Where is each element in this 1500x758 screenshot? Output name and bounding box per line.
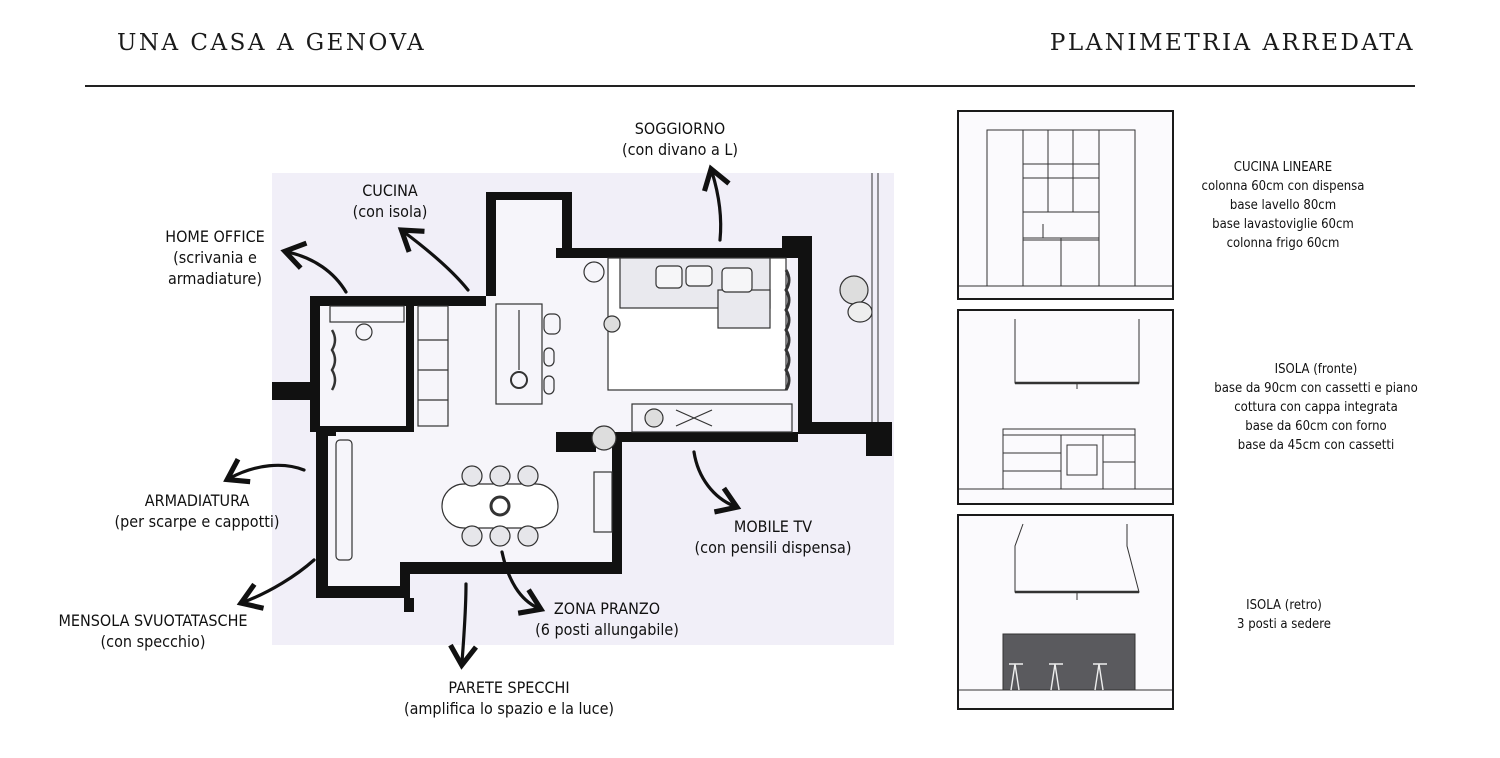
- label-armadiatura-sub: (per scarpe e cappotti): [114, 512, 280, 531]
- label-mensola-title: MENSOLA SVUOTATASCHE: [58, 611, 248, 630]
- annotation-arrows: [223, 164, 742, 670]
- header-rule: [85, 85, 1415, 87]
- label-cucina: CUCINA (con isola): [353, 180, 428, 222]
- label-soggiorno-sub: (con divano a L): [621, 140, 739, 159]
- arrow-zona-pranzo: [500, 550, 546, 616]
- kitchen-furniture: [495, 261, 605, 405]
- desc-isola-fronte: ISOLA (fronte) base da 90cm con cassetti…: [1214, 360, 1417, 455]
- living-furniture: [591, 257, 873, 451]
- label-home-office-title: HOME OFFICE: [165, 227, 265, 246]
- desc-cucina-lineare-line-0: CUCINA LINEARE: [1233, 160, 1333, 175]
- panel-isola-fronte: [957, 309, 1174, 505]
- label-soggiorno-title: SOGGIORNO: [634, 119, 726, 138]
- label-parete-title: PARETE SPECCHI: [448, 678, 570, 697]
- arrow-mensola: [236, 558, 316, 611]
- label-zona-pranzo-title: ZONA PRANZO: [553, 599, 661, 618]
- arrow-armadiatura: [223, 457, 306, 485]
- elevation-isola-retro: [959, 523, 1172, 691]
- label-mobile-tv-title: MOBILE TV: [733, 517, 813, 536]
- desc-isola-fronte-line-1: base da 90cm con cassetti e piano: [1214, 381, 1418, 396]
- desc-cucina-lineare: CUCINA LINEARE colonna 60cm con dispensa…: [1202, 158, 1365, 253]
- label-soggiorno: SOGGIORNO (con divano a L): [622, 118, 738, 160]
- desc-cucina-lineare-line-3: base lavastoviglie 60cm: [1212, 217, 1354, 232]
- label-zona-pranzo: ZONA PRANZO (6 posti allungabile): [535, 598, 679, 640]
- desc-cucina-lineare-line-1: colonna 60cm con dispensa: [1201, 179, 1365, 194]
- elevation-cucina-lineare: [959, 129, 1172, 287]
- dining-furniture: [441, 465, 613, 547]
- desc-isola-retro-line-1: 3 posti a sedere: [1237, 617, 1331, 632]
- home-office-furniture: [329, 305, 449, 561]
- desc-isola-fronte-line-4: base da 45cm con cassetti: [1237, 438, 1395, 453]
- label-parete-sub: (amplifica lo spazio e la luce): [403, 699, 615, 718]
- label-mobile-tv: MOBILE TV (con pensili dispensa): [695, 516, 852, 558]
- label-mensola-sub: (con specchio): [100, 632, 206, 651]
- project-title: UNA CASA A GENOVA: [117, 30, 427, 56]
- desc-cucina-lineare-line-2: base lavello 80cm: [1229, 198, 1337, 213]
- label-home-office: HOME OFFICE (scrivania e armadiature): [165, 226, 265, 289]
- desc-cucina-lineare-line-4: colonna frigo 60cm: [1226, 236, 1340, 251]
- panel-cucina-lineare: [957, 110, 1174, 300]
- desc-isola-fronte-line-3: base da 60cm con forno: [1245, 419, 1387, 434]
- arrow-parete: [448, 582, 479, 670]
- label-home-office-sub1: (scrivania e: [173, 248, 257, 267]
- floor-plan: [223, 164, 894, 670]
- label-zona-pranzo-sub: (6 posti allungabile): [535, 620, 679, 639]
- arrow-home-office: [280, 240, 348, 294]
- arrow-soggiorno: [702, 164, 731, 242]
- walls: [272, 192, 892, 612]
- label-armadiatura: ARMADIATURA (per scarpe e cappotti): [115, 490, 280, 532]
- label-mobile-tv-sub: (con pensili dispensa): [694, 538, 852, 557]
- label-parete: PARETE SPECCHI (amplifica lo spazio e la…: [404, 677, 614, 719]
- arrow-mobile-tv: [692, 450, 742, 515]
- desc-isola-retro: ISOLA (retro) 3 posti a sedere: [1237, 596, 1331, 634]
- label-cucina-title: CUCINA: [362, 181, 418, 200]
- label-mensola: MENSOLA SVUOTATASCHE (con specchio): [58, 610, 247, 652]
- panel-isola-retro: [957, 514, 1174, 710]
- label-cucina-sub: (con isola): [352, 202, 428, 221]
- sheet-title: PLANIMETRIA ARREDATA: [1049, 30, 1415, 56]
- island-back-panel: [1002, 633, 1136, 691]
- desc-isola-retro-line-0: ISOLA (retro): [1246, 598, 1322, 613]
- elevation-isola-fronte: [959, 319, 1172, 490]
- arrow-cucina: [397, 227, 470, 292]
- desc-isola-fronte-line-2: cottura con cappa integrata: [1234, 400, 1398, 415]
- label-home-office-sub2: armadiature): [167, 269, 263, 288]
- desc-isola-fronte-line-0: ISOLA (fronte): [1274, 362, 1358, 377]
- label-armadiatura-title: ARMADIATURA: [144, 491, 250, 510]
